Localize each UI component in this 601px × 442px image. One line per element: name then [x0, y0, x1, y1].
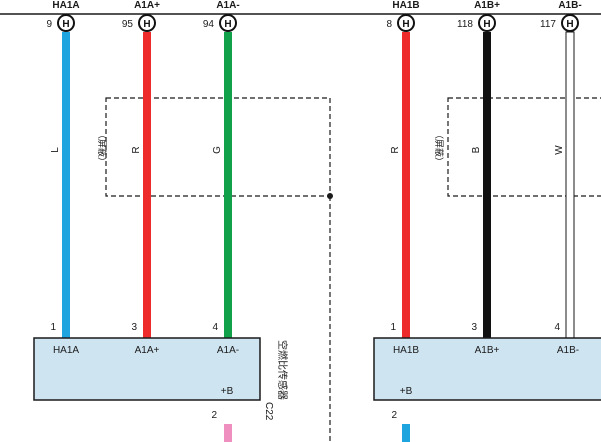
sensor-box-right	[373, 337, 601, 401]
sensor-pin-4-right: 4	[554, 322, 560, 333]
sensor-name: 空燃比传感器	[276, 340, 289, 400]
ecu-pin-94: 94	[203, 19, 215, 30]
sensor-pin-2-right: 2	[391, 410, 397, 421]
wire-b-black	[483, 32, 491, 338]
wire-code-r-right: R	[390, 146, 401, 153]
wire-g-green	[224, 32, 232, 338]
shield-box-right	[447, 97, 601, 197]
shield-junction-dot	[327, 193, 333, 199]
connector-h-9: H	[57, 14, 75, 32]
sensor-pin-1-right: 1	[390, 322, 396, 333]
connector-h-94: H	[219, 14, 237, 32]
terminal-a1a-minus: A1A-	[217, 345, 239, 356]
shield-label-left: （屏蔽）	[96, 130, 108, 166]
ecu-label-ha1a: HA1A	[52, 0, 79, 11]
wire-r-red	[143, 32, 151, 338]
ecu-pin-8: 8	[386, 19, 392, 30]
wire-l-blue	[62, 32, 70, 338]
ecu-label-a1b-plus: A1B+	[474, 0, 500, 11]
ecu-label-a1a-minus: A1A-	[216, 0, 239, 11]
shield-label-right: （屏蔽）	[433, 130, 445, 166]
connector-h-117: H	[561, 14, 579, 32]
shield-box-left	[105, 97, 331, 197]
svg-text:H: H	[62, 19, 69, 30]
terminal-a1b-minus: A1B-	[557, 345, 579, 356]
ecu-label-a1a-plus: A1A+	[134, 0, 160, 11]
wire-code-b: B	[471, 146, 482, 153]
connector-h-95: H	[138, 14, 156, 32]
ecu-pin-118: 118	[457, 19, 473, 30]
terminal-plus-b-right: +B	[400, 386, 413, 397]
connector-h-8: H	[397, 14, 415, 32]
terminal-ha1a: HA1A	[53, 345, 79, 356]
wire-plus-b-pink	[224, 424, 232, 442]
wire-code-l: L	[50, 147, 61, 153]
svg-text:H: H	[483, 19, 490, 30]
terminal-a1a-plus: A1A+	[135, 345, 160, 356]
ecu-label-ha1b: HA1B	[392, 0, 419, 11]
terminal-plus-b-left: +B	[221, 386, 234, 397]
svg-text:H: H	[143, 19, 150, 30]
sensor-pin-4-left: 4	[212, 322, 218, 333]
sensor-pin-3-left: 3	[131, 322, 137, 333]
ecu-pin-117: 117	[540, 19, 556, 30]
terminal-ha1b: HA1B	[393, 345, 419, 356]
sensor-pin-1-left: 1	[50, 322, 56, 333]
wire-code-g: G	[212, 146, 223, 154]
wire-w-white	[565, 31, 575, 339]
svg-text:H: H	[224, 19, 231, 30]
terminal-a1b-plus: A1B+	[475, 345, 500, 356]
sensor-connector-code: C22	[263, 402, 274, 421]
wire-r-red-right	[402, 32, 410, 338]
svg-text:H: H	[402, 19, 409, 30]
wire-code-r-left: R	[131, 146, 142, 153]
svg-text:H: H	[566, 19, 573, 30]
sensor-pin-2-left: 2	[211, 410, 217, 421]
sensor-box-left	[33, 337, 261, 401]
wire-plus-b-blue	[402, 424, 410, 442]
connector-h-118: H	[478, 14, 496, 32]
sensor-pin-3-right: 3	[471, 322, 477, 333]
ecu-pin-9: 9	[46, 19, 52, 30]
wire-code-w: W	[554, 145, 565, 155]
ecu-label-a1b-minus: A1B-	[558, 0, 581, 11]
ecu-pin-95: 95	[122, 19, 134, 30]
